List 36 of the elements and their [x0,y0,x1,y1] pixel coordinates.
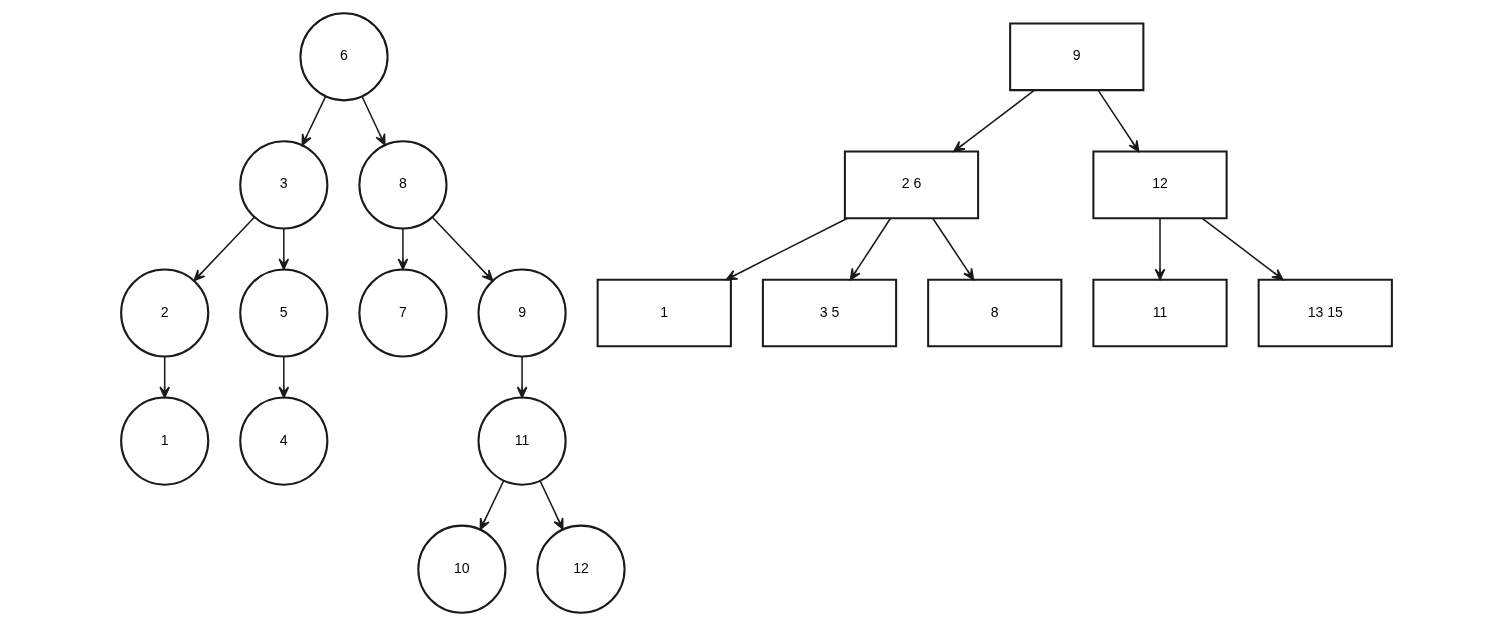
node-circle: 3 [238,140,328,230]
arrow [725,217,848,281]
arrow [158,356,170,399]
arrow [1154,217,1165,281]
arrow [1096,89,1139,153]
arrow [301,95,326,146]
node-circle: 7 [357,268,448,358]
node-circle: 8 [357,140,448,230]
arrow [397,227,408,271]
node-circle: 12 [535,524,626,614]
arrow [1201,217,1284,281]
node-circle: 11 [477,396,567,486]
arrow [516,356,527,399]
node-circle: 6 [298,12,389,102]
node-circle: 10 [416,524,506,614]
node-box: 12 [1091,150,1228,220]
node-box: 1 [596,278,732,348]
arrow [931,217,974,281]
node-box: 8 [926,278,1062,348]
arrow [192,216,255,282]
node-circle: 4 [238,396,328,486]
arrow [431,216,493,282]
arrow [952,89,1035,153]
arrow [360,96,385,146]
arrow [538,480,564,530]
node-box: 3 5 [761,278,897,348]
node-box: 11 [1091,278,1228,348]
node-box: 2 6 [843,150,979,220]
arrow [479,479,504,531]
arrow [277,227,289,271]
node-box: 9 [1008,22,1144,92]
node-box: 13 15 [1257,278,1393,348]
node-circle: 5 [238,268,328,358]
arrow [849,217,891,281]
arrow [277,356,289,399]
node-circle: 1 [119,396,209,486]
